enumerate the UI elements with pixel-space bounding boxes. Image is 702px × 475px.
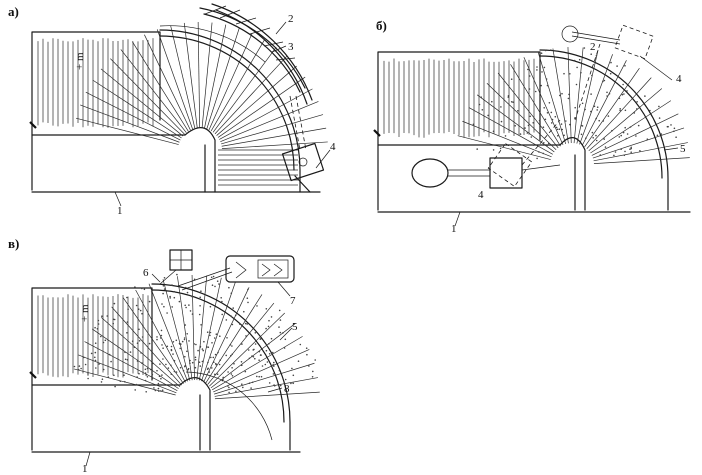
- panel-b-callout-4-top: 4: [676, 73, 682, 85]
- panel-b-callout-4-bottom: 4: [478, 189, 484, 201]
- panel-a-callout-2: 2: [288, 13, 294, 25]
- panel-b: б): [374, 18, 690, 235]
- panel-b-letter: б): [376, 18, 387, 33]
- panel-c-wall: [30, 288, 180, 450]
- panel-a-level-mark: + m: [74, 52, 86, 70]
- panel-c-callout-6: 6: [143, 267, 149, 279]
- panel-c-callout-5: 5: [292, 321, 298, 333]
- panel-c: в) + m: [8, 236, 320, 475]
- panel-b-arch: [458, 47, 690, 210]
- panel-c-arch: [74, 274, 320, 450]
- panel-a: а) + m: [8, 4, 336, 217]
- panel-b-callout-2: 2: [590, 41, 596, 53]
- panel-a-callout-1: 1: [117, 205, 123, 217]
- panel-c-callout-8: 8: [284, 383, 290, 395]
- panel-c-level-mark: + m: [79, 304, 91, 322]
- panel-c-equipment: [160, 250, 294, 290]
- panel-a-callout-3: 3: [288, 41, 294, 53]
- panel-c-callout-1: 1: [82, 463, 88, 475]
- panel-b-callout-1: 1: [451, 223, 457, 235]
- panel-b-spray-unit-top: [562, 25, 672, 120]
- panel-c-callout-7: 7: [290, 295, 296, 307]
- panel-a-callout-4: 4: [330, 141, 336, 153]
- panel-a-hoist: [283, 96, 324, 192]
- panel-a-letter: а): [8, 4, 19, 19]
- panel-b-callout-5: 5: [680, 143, 686, 155]
- panel-c-letter: в): [8, 236, 19, 251]
